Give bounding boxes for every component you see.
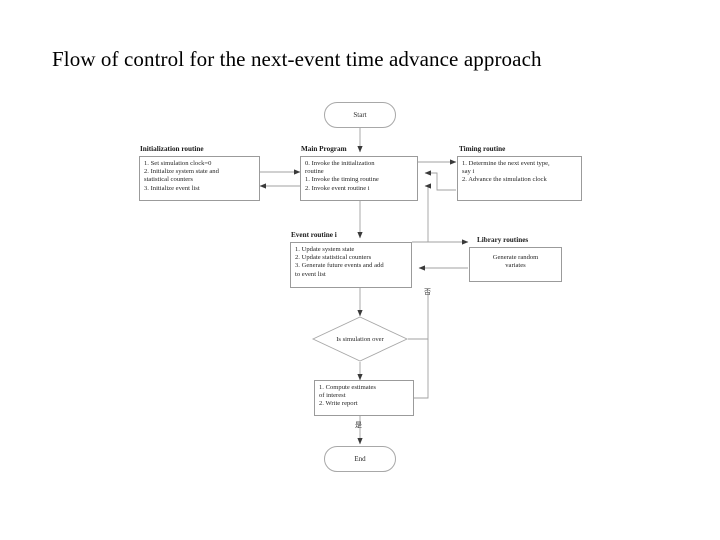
report-line: 1. Compute estimates [319,384,376,391]
timing-routine-caption: Timing routine [459,145,506,153]
edge-decision-no-loop [408,292,429,340]
library-routines-line: variates [505,262,526,270]
edge-timing-to-main [424,170,456,191]
branch-label-yes: 是 [355,421,362,429]
branch-label-no: 否 [424,288,431,296]
node-start-label: Start [353,111,367,119]
initialization-routine-caption: Initialization routine [140,145,204,153]
node-start: Start [324,102,396,128]
timing-routine-box: 1. Determine the next event type, say i … [457,156,582,201]
library-routines-line: Generate random [492,254,539,261]
decision-label: Is simulation over [336,335,384,343]
event-routine-line: 2. Update statistical counters [295,254,372,262]
node-end: End [324,446,396,472]
main-program-line: 1. Invoke the timing routine [305,176,379,184]
event-routine-box: 1. Update system state 2. Update statist… [290,242,412,288]
initialization-line: statistical counters [144,176,193,184]
event-routine-line: 1. Update system state [295,246,355,253]
node-decision-simulation-over: Is simulation over [311,316,409,362]
initialization-routine-box: 1. Set simulation clock=0 2. Initialize … [139,156,260,201]
report-line: 2. Write report [319,400,358,408]
initialization-line: 3. Initialize event list [144,184,200,192]
main-program-line: 0. Invoke the initialization [305,160,375,167]
decision-diamond-shape [311,316,409,362]
initialization-line: 1. Set simulation clock=0 [144,160,212,167]
library-routines-box: Generate random variates [469,247,562,282]
event-routine-line: to event list [295,270,326,278]
main-program-line: 2. Invoke event routine i [305,184,370,192]
timing-routine-line: say i [462,168,475,176]
event-routine-line: 3. Generate future events and add [295,262,384,270]
main-program-box: 0. Invoke the initialization routine 1. … [300,156,418,201]
edge-report-to-rail [414,339,429,399]
main-program-caption: Main Program [301,145,347,153]
timing-routine-line: 1. Determine the next event type, [462,160,550,167]
report-box: 1. Compute estimates of interest 2. Writ… [314,380,414,416]
initialization-line: 2. Initialize system state and [144,168,219,176]
report-line: of interest [319,392,346,400]
library-routines-caption: Library routines [477,236,529,244]
event-routine-caption: Event routine i [291,231,337,239]
main-program-line: routine [305,168,324,176]
node-end-label: End [354,455,366,463]
timing-routine-line: 2. Advance the simulation clock [462,176,547,184]
page-title: Flow of control for the next-event time … [52,47,542,71]
